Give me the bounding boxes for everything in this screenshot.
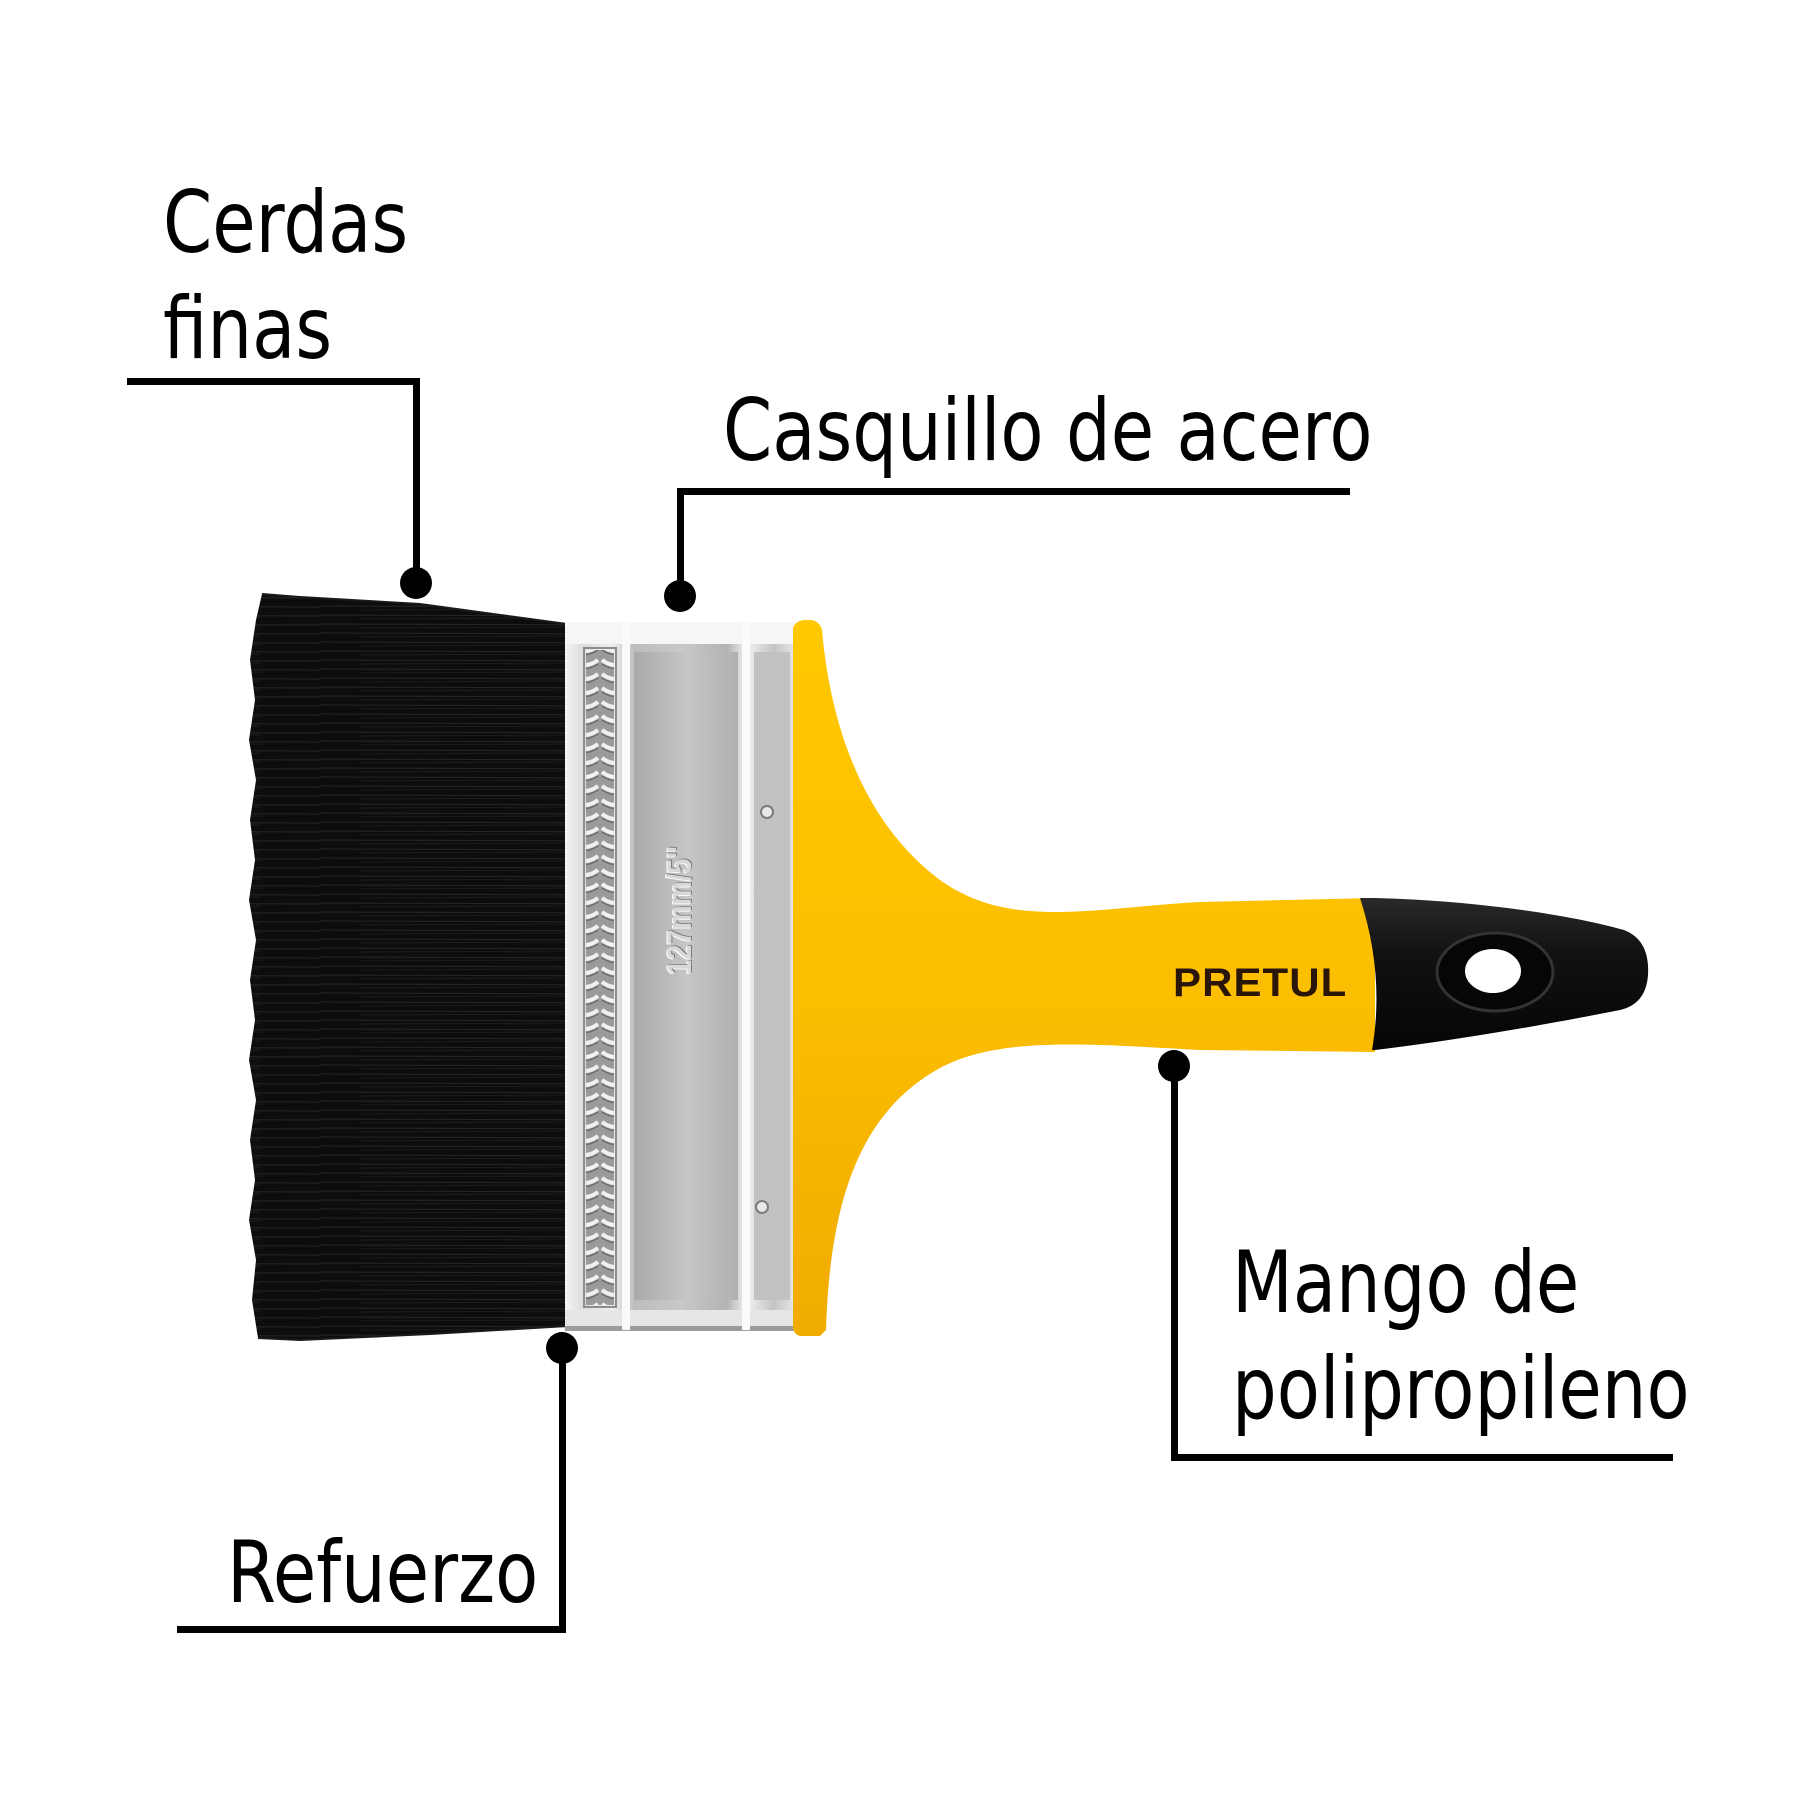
- leader-line-bristles-horizontal: [127, 378, 420, 385]
- callout-dot-bristles: [400, 567, 432, 599]
- callout-line: Mango de: [1232, 1233, 1580, 1333]
- leader-line-bristles-vertical: [413, 378, 420, 583]
- callout-label-ferrule: Casquillo de acero: [723, 388, 1373, 494]
- callout-line: Casquillo de acero: [723, 381, 1373, 481]
- callout-line: finas: [163, 279, 333, 379]
- hanging-hole: [1465, 949, 1521, 993]
- callout-line: Cerdas: [163, 173, 409, 273]
- callout-label-handle: Mango de polipropileno: [1232, 1240, 1690, 1452]
- leader-line-handle-horizontal: [1171, 1454, 1673, 1461]
- rivet-top: [760, 805, 774, 819]
- ferrule-size-marking: 127mm/5": [661, 845, 699, 975]
- leader-line-handle-vertical: [1171, 1066, 1178, 1461]
- steel-ferrule: [565, 622, 797, 1331]
- handle: [793, 620, 1649, 1336]
- leader-line-ferrule-vertical: [677, 488, 684, 588]
- callout-label-bristles: Cerdas finas: [163, 180, 408, 392]
- callout-label-reinforcement: Refuerzo: [227, 1530, 538, 1636]
- rivet-bottom: [755, 1200, 769, 1214]
- brand-logo: PRETUL: [1173, 961, 1348, 1005]
- callout-line: polipropileno: [1232, 1339, 1690, 1439]
- callout-dot-ferrule: [664, 580, 696, 612]
- bristles: [249, 593, 568, 1342]
- leader-line-reinforcement-vertical: [559, 1348, 566, 1633]
- callout-line: Refuerzo: [227, 1523, 539, 1623]
- leader-line-reinforcement-horizontal: [177, 1626, 566, 1633]
- leader-line-ferrule-horizontal: [677, 488, 1350, 495]
- crimp-strip: [586, 650, 614, 1305]
